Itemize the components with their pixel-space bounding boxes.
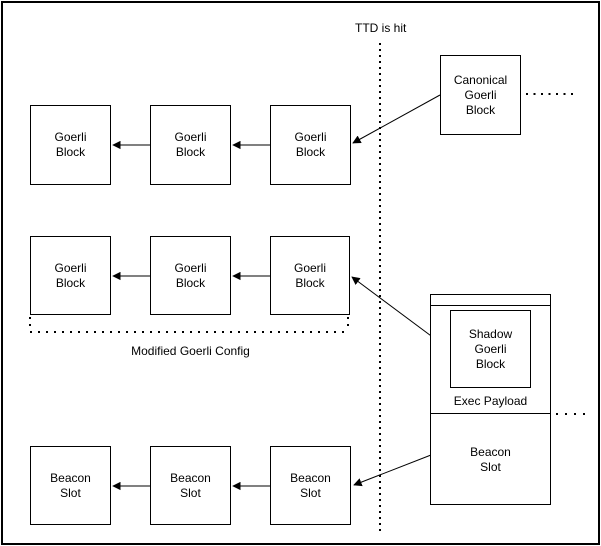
ttd-label: TTD is hit <box>355 21 407 35</box>
exec-beacon-divider <box>431 413 550 414</box>
shadow-goerli-block: Shadow Goerli Block <box>450 310 531 388</box>
container-top-strip <box>431 295 550 306</box>
goerli-block-row1-1: Goerli Block <box>30 105 111 185</box>
container-beacon-slot-label: Beacon Slot <box>470 445 511 474</box>
goerli-block-row1-3: Goerli Block <box>270 105 351 185</box>
goerli-block-row2-1: Goerli Block <box>30 236 111 315</box>
goerli-block-row2-2: Goerli Block <box>150 236 231 315</box>
canonical-goerli-block: Canonical Goerli Block <box>440 55 521 135</box>
exec-payload-label: Exec Payload <box>453 394 528 408</box>
beacon-slot-row3-1: Beacon Slot <box>30 446 111 525</box>
beacon-slot-row3-2: Beacon Slot <box>150 446 231 525</box>
goerli-block-row2-3: Goerli Block <box>270 236 350 315</box>
beacon-slot-row3-3: Beacon Slot <box>270 446 351 525</box>
goerli-block-row1-2: Goerli Block <box>150 105 231 185</box>
modified-goerli-config-label: Modified Goerli Config <box>131 344 250 358</box>
